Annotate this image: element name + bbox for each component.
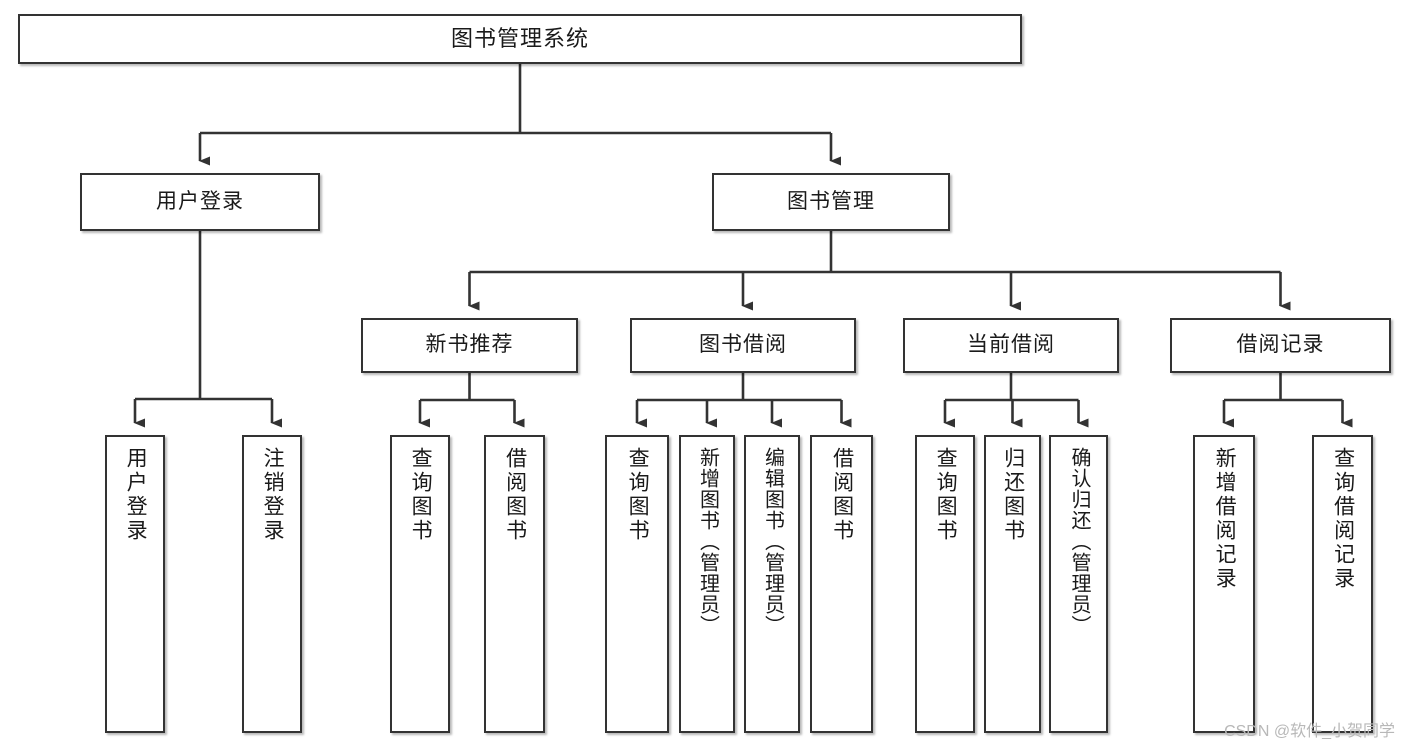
node-book-manage[interactable]: 图书管理 bbox=[712, 173, 950, 231]
node-leaf-query-book-1[interactable]: 查询图书 bbox=[390, 435, 450, 733]
node-label: 注销登录 bbox=[261, 447, 285, 543]
node-label: 当前借阅 bbox=[967, 333, 1055, 357]
node-user-login[interactable]: 用户登录 bbox=[80, 173, 320, 231]
node-leaf-return-book[interactable]: 归还图书 bbox=[984, 435, 1041, 733]
node-leaf-user-logout[interactable]: 注销登录 bbox=[242, 435, 302, 733]
node-label: 查询借阅记录 bbox=[1331, 447, 1355, 591]
node-current-borrow[interactable]: 当前借阅 bbox=[903, 318, 1119, 373]
node-label: 借阅图书 bbox=[503, 447, 527, 543]
csdn-watermark: CSDN @软件_小贺同学 bbox=[1224, 723, 1395, 740]
node-label: 查询图书 bbox=[934, 447, 958, 543]
node-label: 借阅图书 bbox=[830, 447, 854, 543]
node-leaf-edit-book[interactable]: 编辑图书（管理员） bbox=[744, 435, 800, 733]
node-book-borrow[interactable]: 图书借阅 bbox=[630, 318, 856, 373]
node-leaf-query-book-2[interactable]: 查询图书 bbox=[605, 435, 669, 733]
node-label: 图书管理 bbox=[787, 189, 875, 213]
node-leaf-query-book-3[interactable]: 查询图书 bbox=[915, 435, 975, 733]
node-leaf-add-book[interactable]: 新增图书（管理员） bbox=[679, 435, 735, 733]
node-leaf-confirm-return[interactable]: 确认归还（管理员） bbox=[1049, 435, 1108, 733]
node-label: 确认归还（管理员） bbox=[1068, 447, 1090, 636]
node-new-book-rec[interactable]: 新书推荐 bbox=[361, 318, 578, 373]
node-label: 编辑图书（管理员） bbox=[761, 447, 784, 636]
node-label: 新增图书（管理员） bbox=[696, 447, 719, 636]
node-label: 归还图书 bbox=[1001, 447, 1025, 543]
node-label: 查询图书 bbox=[409, 447, 433, 543]
node-label: 借阅记录 bbox=[1236, 333, 1325, 357]
node-root-book-management-system[interactable]: 图书管理系统 bbox=[18, 14, 1022, 64]
node-leaf-query-record[interactable]: 查询借阅记录 bbox=[1312, 435, 1373, 733]
node-leaf-user-login[interactable]: 用户登录 bbox=[105, 435, 165, 733]
node-label: 新增借阅记录 bbox=[1213, 447, 1237, 591]
node-label: 图书管理系统 bbox=[450, 26, 589, 52]
node-label: 用户登录 bbox=[156, 189, 244, 213]
node-leaf-borrow-book-1[interactable]: 借阅图书 bbox=[484, 435, 545, 733]
node-leaf-add-record[interactable]: 新增借阅记录 bbox=[1193, 435, 1255, 733]
node-label: 用户登录 bbox=[124, 447, 148, 543]
node-label: 新书推荐 bbox=[425, 333, 514, 357]
node-leaf-borrow-book-2[interactable]: 借阅图书 bbox=[810, 435, 873, 733]
node-label: 图书借阅 bbox=[699, 333, 787, 357]
node-label: 查询图书 bbox=[626, 447, 650, 543]
node-borrow-record[interactable]: 借阅记录 bbox=[1170, 318, 1391, 373]
